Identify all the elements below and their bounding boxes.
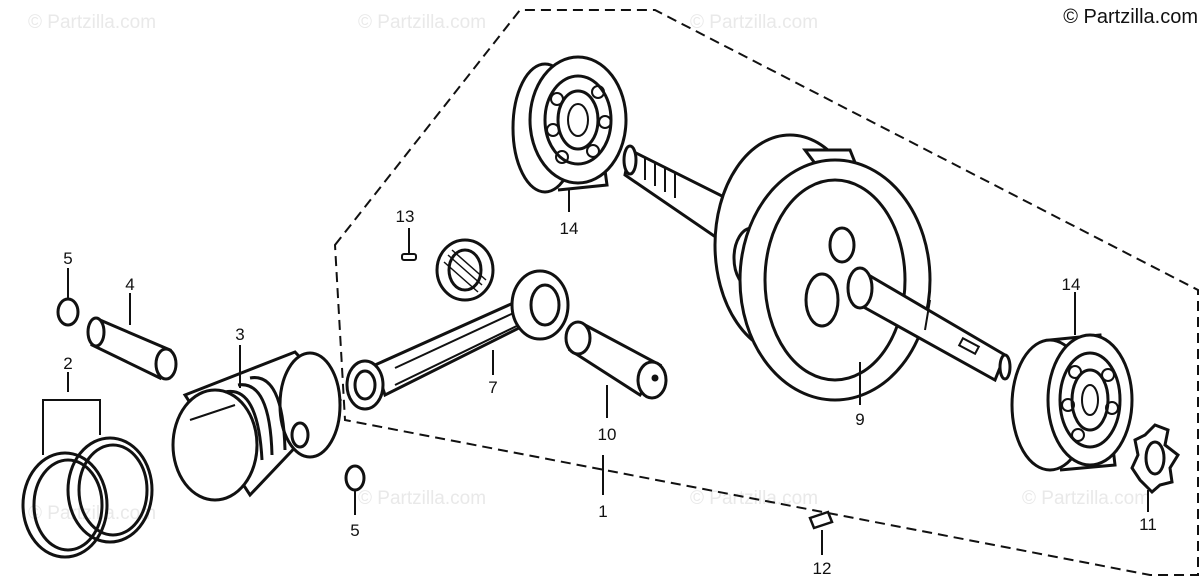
watermark: © Partzilla.com	[28, 503, 157, 524]
needle-bearing	[435, 238, 495, 302]
piston-rings	[21, 436, 154, 559]
piston	[171, 350, 343, 502]
callout-7: 7	[488, 378, 497, 397]
circlip-lower	[344, 464, 366, 492]
callout-11: 11	[1139, 515, 1157, 534]
callout-2: 2	[63, 354, 72, 373]
pin-13	[401, 253, 417, 261]
callout-9: 9	[855, 410, 864, 429]
lock-washer	[1130, 423, 1180, 495]
callout-3: 3	[235, 325, 244, 344]
callout-12: 12	[813, 559, 832, 578]
callout-14-upper: 14	[560, 219, 579, 238]
woodruff-key	[808, 510, 834, 530]
assembly-outline	[333, 9, 1199, 576]
leader-lines	[42, 190, 1149, 555]
callout-5-lower: 5	[350, 521, 359, 540]
crank-pin	[564, 320, 668, 400]
callout-1: 1	[598, 502, 607, 521]
callout-14-lower: 14	[1062, 275, 1081, 294]
bearing-lower	[1010, 333, 1134, 472]
crankshaft	[622, 133, 1012, 402]
callout-10: 10	[598, 425, 617, 444]
watermark: © Partzilla.com	[358, 12, 487, 33]
callout-13: 13	[396, 207, 415, 226]
callouts: 1 2 3 4 5 5 7 9 10 11 12 13 14 14	[63, 207, 1157, 578]
connecting-rod	[345, 269, 570, 411]
callout-5-upper: 5	[63, 249, 72, 268]
watermark: © Partzilla.com	[690, 12, 819, 33]
circlip-upper	[56, 297, 80, 327]
watermark: © Partzilla.com	[1022, 488, 1151, 509]
piston-pin	[86, 316, 178, 381]
watermark: © Partzilla.com	[358, 488, 487, 509]
callout-4: 4	[125, 275, 134, 294]
watermark: © Partzilla.com	[28, 12, 157, 33]
bearing-upper	[511, 55, 628, 194]
copyright-notice: © Partzilla.com	[1063, 6, 1198, 28]
